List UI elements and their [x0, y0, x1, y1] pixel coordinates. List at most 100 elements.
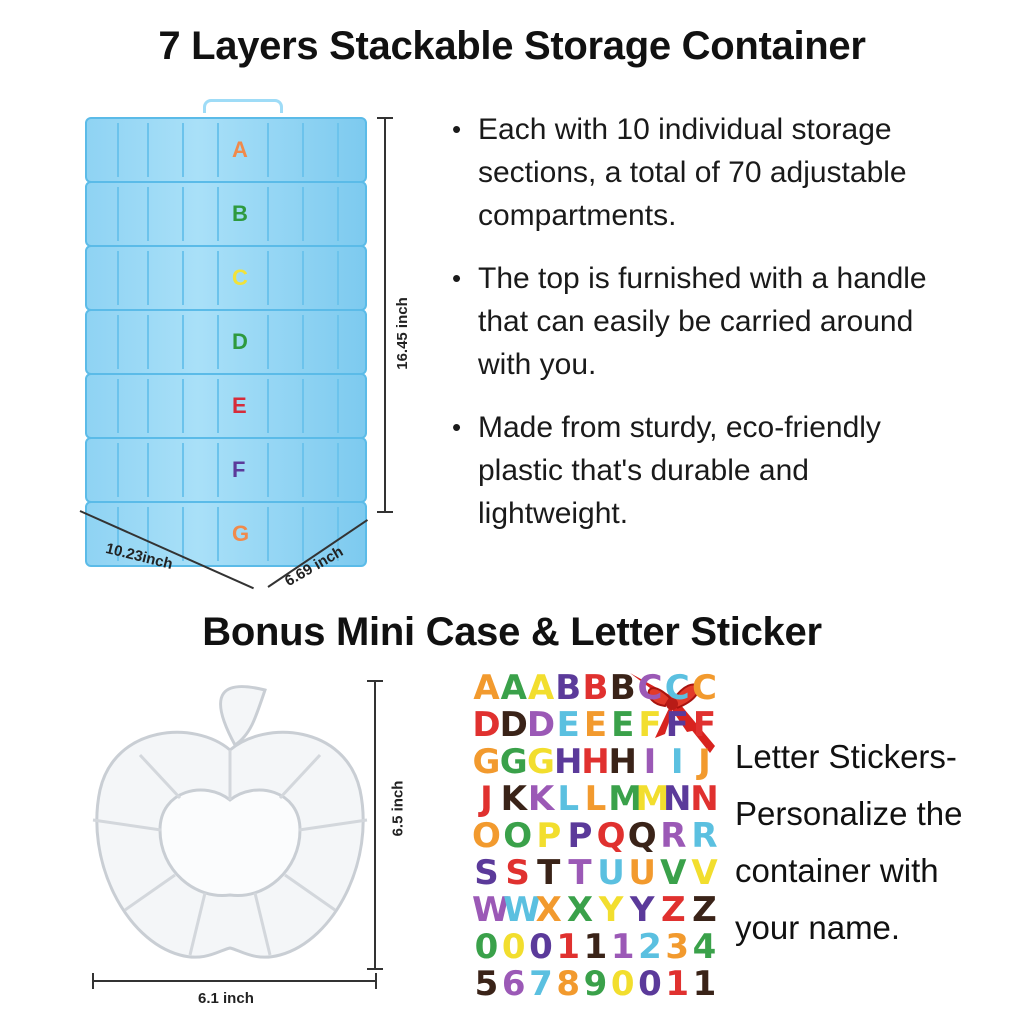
divider [182, 443, 184, 497]
letter-sticker: T [568, 853, 591, 893]
letter-sticker: A [527, 668, 554, 708]
divider [117, 251, 119, 305]
letter-sticker: 1 [556, 927, 580, 967]
container-layer: F [85, 437, 367, 503]
height-label: 16.45 inch [393, 297, 411, 370]
letter-sticker: A [500, 668, 527, 708]
letter-sticker: O [472, 816, 501, 856]
bullet-icon: • [452, 412, 462, 442]
dim-tick [367, 680, 383, 682]
letter-sticker: E [611, 705, 634, 745]
divider [147, 443, 149, 497]
letter-sticker: D [472, 705, 500, 745]
divider [302, 379, 304, 433]
divider [337, 443, 339, 497]
letter-sticker: 6 [501, 964, 526, 1004]
case-width-label: 6.1 inch [198, 990, 254, 1007]
divider [217, 315, 219, 369]
letter-sticker: P [567, 816, 592, 856]
container-layer: B [85, 181, 367, 247]
divider [302, 187, 304, 241]
divider [267, 123, 269, 177]
letter-sticker: F [665, 705, 689, 745]
letter-sticker: C [692, 668, 717, 708]
divider [217, 507, 219, 561]
divider [117, 443, 119, 497]
divider [267, 315, 269, 369]
letter-sticker: 4 [692, 927, 717, 967]
letter-sticker: H [554, 742, 582, 782]
letter-sticker: 8 [556, 964, 580, 1004]
letter-sticker: M [635, 779, 670, 819]
divider [117, 123, 119, 177]
letter-sticker: P [536, 816, 561, 856]
letter-sticker: V [691, 853, 717, 893]
letter-sticker: B [609, 668, 636, 708]
letter-sticker: 0 [529, 927, 553, 967]
letter-sticker: N [690, 779, 718, 819]
letter-sticker: J [480, 779, 493, 819]
layer-letter: F [232, 457, 246, 482]
letter-sticker: 9 [583, 964, 608, 1004]
divider [217, 251, 219, 305]
letter-sticker: Y [629, 890, 655, 930]
letter-sticker: W [503, 890, 541, 930]
letter-sticker: D [499, 705, 528, 745]
letter-sticker: Q [596, 816, 626, 856]
letter-sticker: B [555, 668, 581, 708]
letter-sticker: 0 [501, 927, 526, 967]
divider [217, 187, 219, 241]
layer-letter: D [232, 329, 248, 354]
dim-tick [367, 968, 383, 970]
feature-text: The top is furnished with a handle that … [478, 262, 927, 381]
letter-sticker: M [608, 779, 642, 819]
divider [267, 187, 269, 241]
divider [337, 379, 339, 433]
letter-sticker: Z [661, 890, 686, 930]
letter-sticker: 1 [665, 964, 689, 1004]
letter-sticker: Y [598, 890, 624, 930]
divider [302, 251, 304, 305]
layer-letter: E [232, 393, 247, 418]
letter-sticker: 3 [665, 927, 689, 967]
divider [267, 443, 269, 497]
letter-sticker: U [628, 853, 656, 893]
letter-sticker: J [698, 742, 711, 782]
letter-sticker: U [597, 853, 625, 893]
divider [267, 379, 269, 433]
dim-tick [377, 117, 393, 119]
divider [147, 187, 149, 241]
letter-sticker: C [637, 668, 663, 708]
divider [182, 379, 184, 433]
divider [337, 123, 339, 177]
letter-sticker: G [472, 742, 501, 782]
layer-letter: C [232, 265, 248, 290]
letter-sticker: Q [627, 816, 657, 856]
container-layer: E [85, 373, 367, 439]
letter-sticker: E [583, 705, 607, 745]
letter-sticker: X [535, 890, 562, 930]
letter-sticker: O [503, 816, 532, 856]
divider [217, 123, 219, 177]
divider [302, 315, 304, 369]
dim-tick [92, 973, 94, 989]
letter-sticker: 0 [610, 964, 635, 1004]
height-dimension-line [384, 117, 386, 512]
divider [182, 315, 184, 369]
divider [117, 315, 119, 369]
feature-text: Made from sturdy, eco-friendly plastic t… [478, 411, 881, 530]
letter-sticker: K [527, 779, 554, 819]
letter-sticker: W [472, 890, 510, 930]
divider [117, 507, 119, 561]
container-layer: D [85, 309, 367, 375]
letter-sticker: R [660, 816, 686, 856]
letter-sticker: R [691, 816, 717, 856]
divider [337, 251, 339, 305]
letter-sticker: K [500, 779, 527, 819]
feature-item: •The top is furnished with a handle that… [452, 257, 1012, 386]
feature-list: •Each with 10 individual storage section… [452, 108, 1012, 555]
letter-sticker: 1 [583, 927, 608, 967]
